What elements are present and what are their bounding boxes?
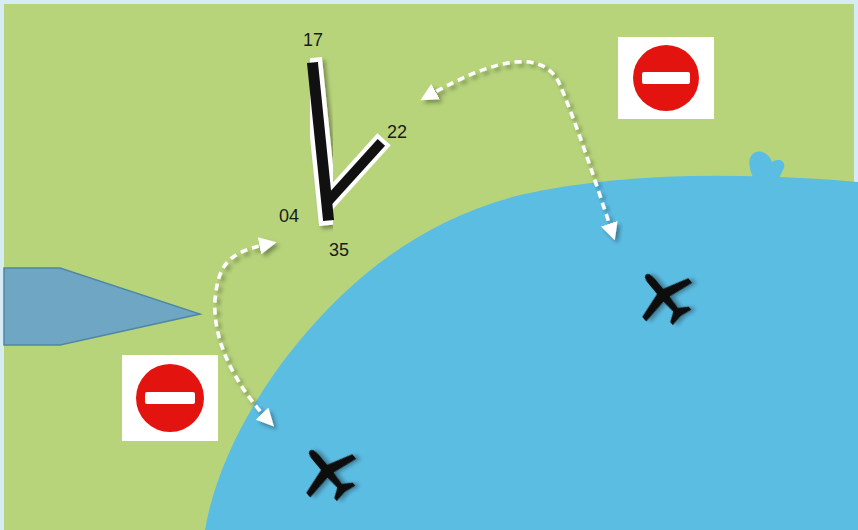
airplane: [287, 431, 369, 512]
approach-path: [215, 244, 268, 420]
no-entry-sign: [618, 37, 714, 119]
runway-number: 22: [387, 123, 407, 141]
callout-pointer: [4, 268, 200, 345]
inlet: [749, 152, 784, 212]
no-entry-sign: [122, 355, 218, 441]
runway-number: 35: [329, 241, 349, 259]
runway-number: 17: [303, 31, 323, 49]
approach-path: [428, 62, 612, 232]
runway-number: 04: [279, 207, 299, 225]
runways: [313, 68, 378, 215]
water: [205, 176, 858, 530]
airplane: [623, 255, 705, 336]
